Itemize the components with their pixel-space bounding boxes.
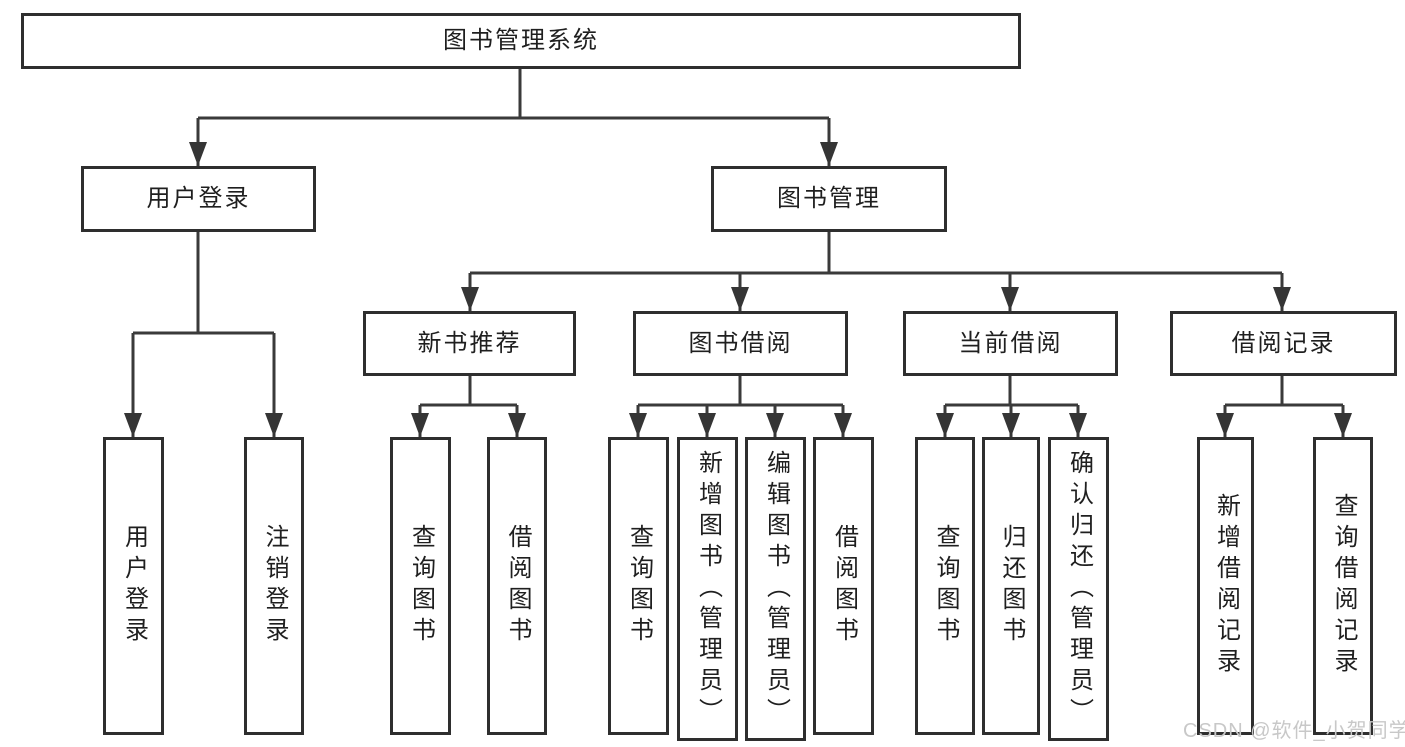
- leaf-confirm-return-admin: 确认归还（管理员）: [1048, 437, 1109, 741]
- connector-user-login-branch: [131, 232, 276, 437]
- arrowhead: [1273, 287, 1291, 311]
- arrowhead: [189, 142, 207, 166]
- arrowhead: [1069, 413, 1087, 437]
- node-label: 借阅图书: [504, 524, 531, 648]
- node-current-borrowing: 当前借阅: [903, 311, 1118, 376]
- arrowhead: [766, 413, 784, 437]
- leaf-borrow-books-1: 借阅图书: [487, 437, 547, 735]
- node-system-root: 图书管理系统: [21, 13, 1021, 69]
- node-label: 借阅图书: [830, 524, 858, 648]
- node-label: 查询图书: [407, 524, 435, 648]
- node-label: 图书管理系统: [443, 27, 599, 54]
- node-label: 当前借阅: [958, 329, 1063, 357]
- node-label: 归还图书: [998, 524, 1025, 648]
- arrowhead: [1334, 413, 1352, 437]
- node-label: 图书借阅: [688, 329, 793, 357]
- arrowhead: [820, 142, 838, 166]
- node-book-borrowing: 图书借阅: [633, 311, 848, 376]
- node-label: 图书管理: [777, 185, 881, 212]
- node-label: 编辑图书（管理员）: [762, 449, 790, 729]
- node-label: 用户登录: [146, 185, 251, 212]
- node-label: 查询图书: [932, 524, 959, 648]
- arrowhead: [1002, 413, 1020, 437]
- node-label: 新书推荐: [417, 329, 522, 357]
- node-label: 借阅记录: [1231, 329, 1336, 357]
- connector-borrowing-records-branch: [1223, 376, 1345, 437]
- connector-book-borrowing-branch: [636, 376, 845, 437]
- csdn-watermark: CSDN @软件_小贺同学: [1183, 720, 1405, 742]
- connector-new-book-recommend-branch: [418, 376, 519, 437]
- arrowhead: [731, 287, 749, 311]
- arrowhead: [936, 413, 954, 437]
- node-label: 用户登录: [120, 524, 148, 648]
- leaf-logout: 注销登录: [244, 437, 304, 735]
- leaf-query-books-1: 查询图书: [390, 437, 451, 735]
- arrowhead: [461, 287, 479, 311]
- leaf-query-books-2: 查询图书: [608, 437, 669, 735]
- node-label: 注销登录: [261, 524, 288, 648]
- leaf-user-login: 用户登录: [103, 437, 164, 735]
- node-label: 新增图书（管理员）: [694, 449, 722, 729]
- arrowhead: [411, 413, 429, 437]
- leaf-query-borrow-record: 查询借阅记录: [1313, 437, 1373, 735]
- node-borrowing-records: 借阅记录: [1170, 311, 1397, 376]
- arrowhead: [265, 413, 283, 437]
- connector-book-management-branch: [468, 232, 1284, 311]
- node-book-management: 图书管理: [711, 166, 947, 232]
- leaf-add-book-admin: 新增图书（管理员）: [677, 437, 738, 741]
- arrowhead: [508, 413, 526, 437]
- arrowhead: [629, 413, 647, 437]
- leaf-edit-book-admin: 编辑图书（管理员）: [745, 437, 806, 741]
- arrowhead: [1001, 287, 1019, 311]
- node-label: 新增借阅记录: [1212, 493, 1240, 679]
- node-new-book-recommend: 新书推荐: [363, 311, 576, 376]
- arrowhead: [124, 413, 142, 437]
- arrowhead: [698, 413, 716, 437]
- node-user-login: 用户登录: [81, 166, 316, 232]
- node-label: 查询借阅记录: [1330, 493, 1357, 679]
- leaf-query-books-3: 查询图书: [915, 437, 975, 735]
- node-label: 查询图书: [625, 524, 653, 648]
- leaf-return-book: 归还图书: [982, 437, 1040, 735]
- leaf-add-borrow-record: 新增借阅记录: [1197, 437, 1254, 735]
- arrowhead: [834, 413, 852, 437]
- node-label: 确认归还（管理员）: [1065, 449, 1093, 729]
- leaf-borrow-books-2: 借阅图书: [813, 437, 874, 735]
- arrowhead: [1216, 413, 1234, 437]
- connector-root-to-level2: [196, 68, 831, 166]
